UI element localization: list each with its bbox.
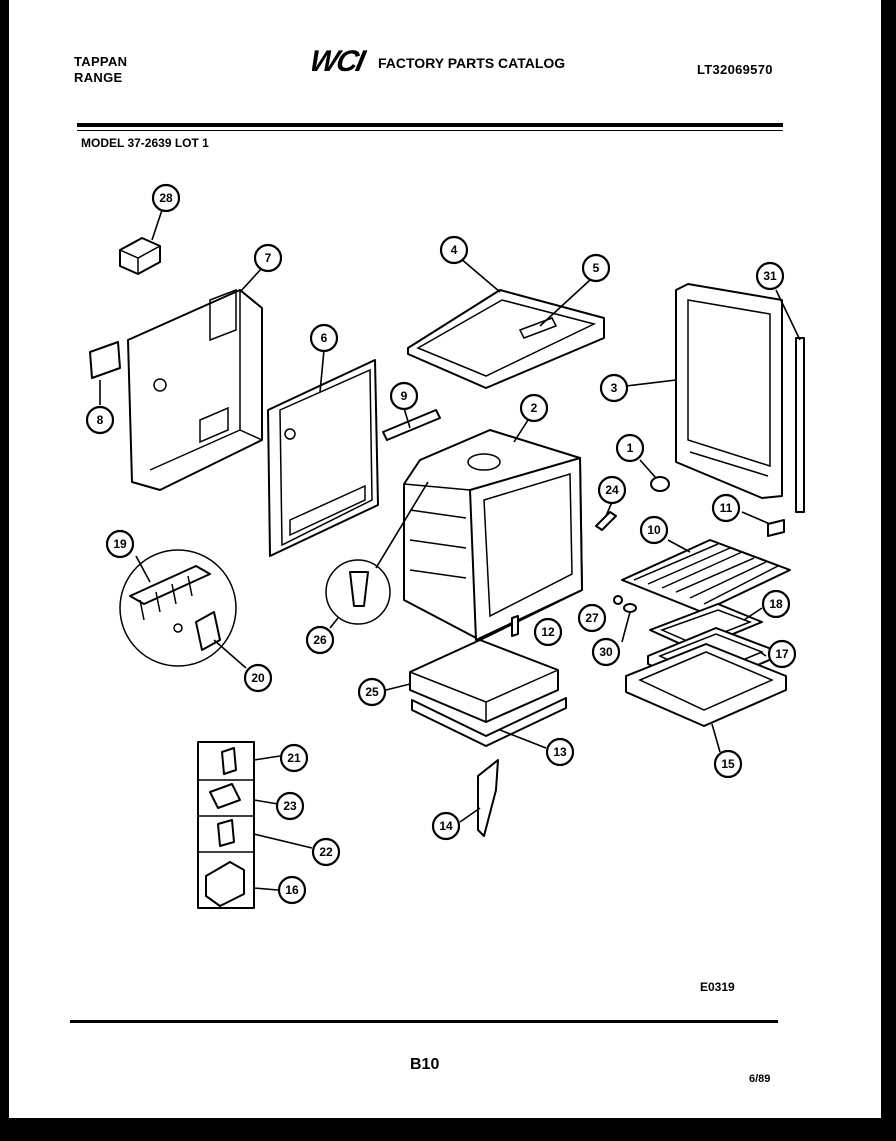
part-15-drawer [625, 643, 787, 753]
callout-11: 11 [711, 493, 741, 523]
callout-31: 31 [755, 261, 785, 291]
part-25-base-pan [385, 639, 559, 723]
svg-text:3: 3 [611, 381, 618, 395]
part-10-oven-rack [621, 539, 791, 613]
callout-15: 15 [713, 749, 743, 779]
catalog-code: LT32069570 [697, 62, 773, 77]
svg-text:1: 1 [627, 441, 634, 455]
svg-text:28: 28 [159, 191, 173, 205]
callout-3: 3 [599, 373, 629, 403]
svg-text:12: 12 [541, 625, 555, 639]
part-9-bracket [382, 407, 441, 441]
svg-text:22: 22 [319, 845, 333, 859]
part-19-terminal-block-detail [119, 549, 247, 669]
part-24-clip [595, 501, 617, 531]
callout-12: 12 [533, 617, 563, 647]
part-7-side-panel [127, 267, 263, 491]
part-14-leveler [459, 759, 499, 837]
part-13-base-frame [411, 697, 567, 749]
catalog-title: FACTORY PARTS CATALOG [378, 55, 566, 71]
callout-27: 27 [577, 603, 607, 633]
callout-7: 7 [253, 243, 283, 273]
svg-text:23: 23 [283, 799, 297, 813]
svg-text:31: 31 [763, 269, 777, 283]
callout-19: 19 [105, 529, 135, 559]
callout-21: 21 [279, 743, 309, 773]
part-30-screw [621, 603, 637, 643]
svg-text:27: 27 [585, 611, 599, 625]
callout-10: 10 [639, 515, 669, 545]
svg-text:19: 19 [113, 537, 127, 551]
svg-text:11: 11 [720, 501, 733, 515]
svg-text:8: 8 [97, 413, 104, 427]
part-4-cooktop [407, 257, 605, 389]
callout-9: 9 [389, 381, 419, 411]
svg-text:20: 20 [251, 671, 265, 685]
svg-text:13: 13 [553, 745, 567, 759]
part-5-trim [518, 317, 558, 339]
callout-22: 22 [311, 837, 341, 867]
callout-2: 2 [519, 393, 549, 423]
part-8-panel [89, 341, 121, 405]
callout-1: 1 [615, 433, 645, 463]
callout-28: 28 [151, 183, 181, 213]
callout-23: 23 [275, 791, 305, 821]
callout-25: 25 [357, 677, 387, 707]
callout-8: 8 [85, 405, 115, 435]
callout-6: 6 [309, 323, 339, 353]
svg-text:17: 17 [775, 647, 789, 661]
diagram-code: E0319 [700, 980, 735, 994]
footer-rule [70, 1020, 778, 1023]
page-number: B10 [410, 1056, 440, 1073]
wci-logo: WCI [312, 45, 369, 76]
svg-text:6: 6 [321, 331, 328, 345]
svg-text:4: 4 [451, 243, 458, 257]
svg-text:2: 2 [531, 401, 538, 415]
catalog-date: 6/89 [749, 1073, 771, 1085]
callout-24: 24 [597, 475, 627, 505]
callout-14: 14 [431, 811, 461, 841]
callout-20: 20 [243, 663, 273, 693]
svg-text:18: 18 [769, 597, 783, 611]
callout-5: 5 [581, 253, 611, 283]
svg-text:10: 10 [647, 523, 661, 537]
callout-16: 16 [277, 875, 307, 905]
logo-text: WCI [312, 45, 369, 76]
part-27-screw [613, 595, 623, 605]
parts-stack-box [197, 741, 313, 909]
svg-text:7: 7 [265, 251, 272, 265]
part-3-oven-door [625, 283, 783, 499]
part-28-bracket [119, 209, 163, 275]
svg-text:25: 25 [365, 685, 379, 699]
product-type: RANGE [74, 70, 123, 85]
part-12-screw [511, 615, 519, 637]
svg-text:26: 26 [313, 633, 327, 647]
svg-text:24: 24 [605, 483, 619, 497]
part-1-knob [639, 459, 670, 492]
header-rule [77, 123, 783, 127]
header-rule-thin [77, 130, 783, 131]
callout-4: 4 [439, 235, 469, 265]
svg-text:5: 5 [593, 261, 600, 275]
part-31-door-trim [775, 289, 805, 513]
svg-text:21: 21 [287, 751, 301, 765]
part-6-rear-panel [267, 349, 379, 557]
callout-26: 26 [305, 625, 335, 655]
callout-17: 17 [767, 639, 797, 669]
svg-text:15: 15 [721, 757, 735, 771]
part-2-oven-body [403, 419, 583, 641]
brand-name: TAPPAN [74, 54, 128, 69]
svg-text:14: 14 [439, 819, 453, 833]
callout-30: 30 [591, 637, 621, 667]
part-26-sensor [325, 481, 429, 629]
callout-13: 13 [545, 737, 575, 767]
callout-18: 18 [761, 589, 791, 619]
svg-text:9: 9 [401, 389, 408, 403]
svg-text:16: 16 [285, 883, 299, 897]
part-11-foot [741, 511, 785, 537]
svg-text:30: 30 [599, 645, 613, 659]
model-line: MODEL 37-2639 LOT 1 [81, 136, 209, 150]
